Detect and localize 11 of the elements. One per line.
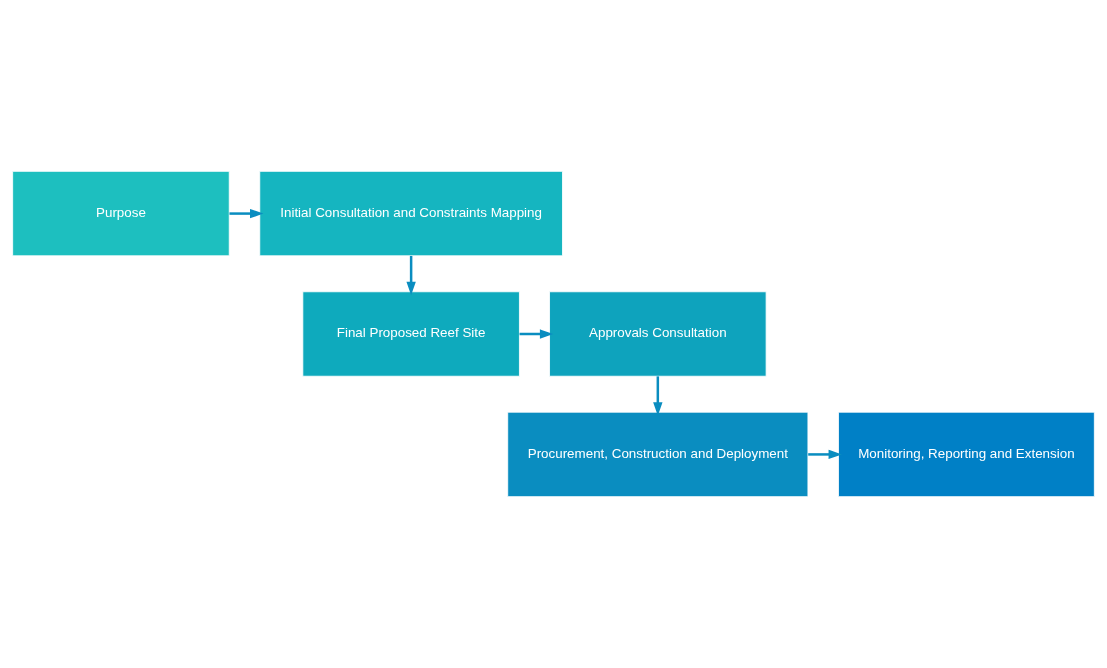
arrow bbox=[519, 329, 554, 339]
node-box: Procurement, Construction and Deployment bbox=[507, 411, 809, 498]
node-box: Final Proposed Reef Site bbox=[302, 291, 520, 377]
node-box: Approvals Consultation bbox=[549, 291, 767, 377]
node-box: Initial Consultation and Constraints Mapping bbox=[259, 170, 563, 257]
arrow bbox=[653, 376, 663, 416]
arrow bbox=[808, 449, 842, 460]
node-box: Monitoring, Reporting and Extension bbox=[838, 411, 1095, 498]
node-box: Purpose bbox=[12, 170, 230, 257]
arrow bbox=[229, 208, 264, 219]
arrow bbox=[406, 255, 416, 296]
